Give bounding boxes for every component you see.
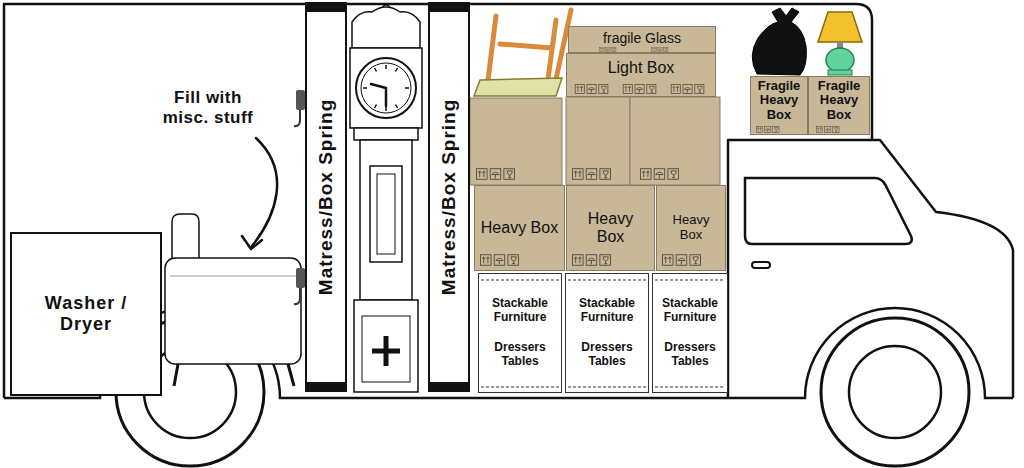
clock-base bbox=[354, 300, 418, 392]
clock-ticks bbox=[363, 65, 409, 111]
glass-box: fragile Glass bbox=[568, 26, 716, 53]
box-label: Matress/Box Spring bbox=[438, 99, 460, 295]
clock-base-panel bbox=[362, 316, 410, 382]
box-label: Matress/Box Spring bbox=[315, 99, 337, 295]
sofa-seam bbox=[170, 276, 296, 277]
strap-hook bbox=[294, 110, 300, 126]
lamp-foot bbox=[828, 70, 852, 75]
furniture-stack: Stackable FurnitureDressers Tables bbox=[565, 273, 649, 393]
note-arrow bbox=[252, 138, 277, 246]
lamp-shade bbox=[818, 12, 862, 42]
furniture-trim bbox=[481, 280, 725, 387]
note-arrowhead bbox=[242, 236, 262, 249]
carton-icons bbox=[573, 169, 611, 180]
box-label: Stackable Furniture bbox=[482, 297, 558, 325]
lamp-base bbox=[826, 48, 854, 72]
carton-icons bbox=[671, 84, 704, 93]
label-holder: Fill with misc. stuff bbox=[150, 88, 266, 127]
light-box: Light Box bbox=[566, 53, 716, 97]
carton-icons bbox=[600, 47, 616, 52]
appliance-box: Washer / Dryer bbox=[10, 232, 162, 396]
clock-door bbox=[370, 166, 402, 262]
door-handle bbox=[752, 262, 770, 268]
chair-seat bbox=[474, 78, 562, 96]
carton bbox=[566, 97, 630, 185]
strap-hook bbox=[294, 288, 300, 304]
box-label: Heavy Box bbox=[570, 210, 651, 247]
clock-door-panel bbox=[377, 174, 395, 254]
clock-face bbox=[356, 58, 416, 118]
furniture-stack: Stackable FurnitureDressers Tables bbox=[478, 273, 562, 393]
ratchet-strap bbox=[296, 268, 305, 288]
trash-bag bbox=[752, 8, 806, 75]
carton-icons bbox=[816, 126, 839, 132]
clock-hood bbox=[350, 48, 422, 128]
box-label: Fragile Heavy Box bbox=[812, 79, 866, 122]
box-label: Heavy Box bbox=[479, 219, 560, 237]
carton-icons bbox=[641, 169, 679, 180]
box-label: Heavy Box bbox=[660, 213, 722, 243]
box-sublabel: Dressers Tables bbox=[569, 341, 645, 369]
carton-icons bbox=[481, 255, 519, 266]
carton bbox=[630, 97, 720, 185]
carton-icons bbox=[756, 126, 779, 132]
cab-window bbox=[745, 178, 912, 244]
clock-dial-ring bbox=[361, 63, 411, 113]
sofa-back bbox=[172, 214, 199, 262]
clock-ornament bbox=[372, 336, 400, 366]
box-label: Stackable Furniture bbox=[569, 297, 645, 325]
clock-trunk bbox=[360, 140, 412, 300]
carton-icons bbox=[575, 84, 608, 93]
chair-legs bbox=[488, 10, 571, 80]
front-wheel-rim bbox=[849, 346, 941, 438]
carton-icons bbox=[573, 255, 611, 266]
carton bbox=[470, 98, 562, 185]
box-sublabel: Dressers Tables bbox=[482, 341, 558, 369]
box-label: Stackable Furniture bbox=[656, 297, 724, 325]
furniture-stack: Stackable FurnitureDressers Tables bbox=[652, 273, 728, 393]
carton-icons bbox=[623, 84, 656, 93]
box-label: Light Box bbox=[606, 59, 677, 77]
clock-hands bbox=[371, 84, 386, 106]
box-label: fragile Glass bbox=[601, 30, 683, 46]
mattress-band: Matress/Box Spring bbox=[305, 2, 347, 392]
sofa-body bbox=[165, 258, 301, 364]
clock-crown bbox=[352, 7, 420, 48]
box-label: Fragile Heavy Box bbox=[754, 79, 804, 122]
mattress-band: Matress/Box Spring bbox=[428, 2, 470, 392]
note-label: Fill with misc. stuff bbox=[150, 88, 266, 127]
box-label: Washer / Dryer bbox=[26, 293, 146, 334]
carton-icons bbox=[663, 255, 701, 266]
clock-neck bbox=[354, 128, 418, 140]
front-wheel bbox=[821, 318, 969, 466]
box-sublabel: Dressers Tables bbox=[656, 341, 724, 369]
carton-icons bbox=[477, 169, 515, 180]
sofa-legs bbox=[174, 364, 294, 386]
ratchet-strap bbox=[296, 90, 305, 110]
carton-icons bbox=[652, 47, 668, 52]
